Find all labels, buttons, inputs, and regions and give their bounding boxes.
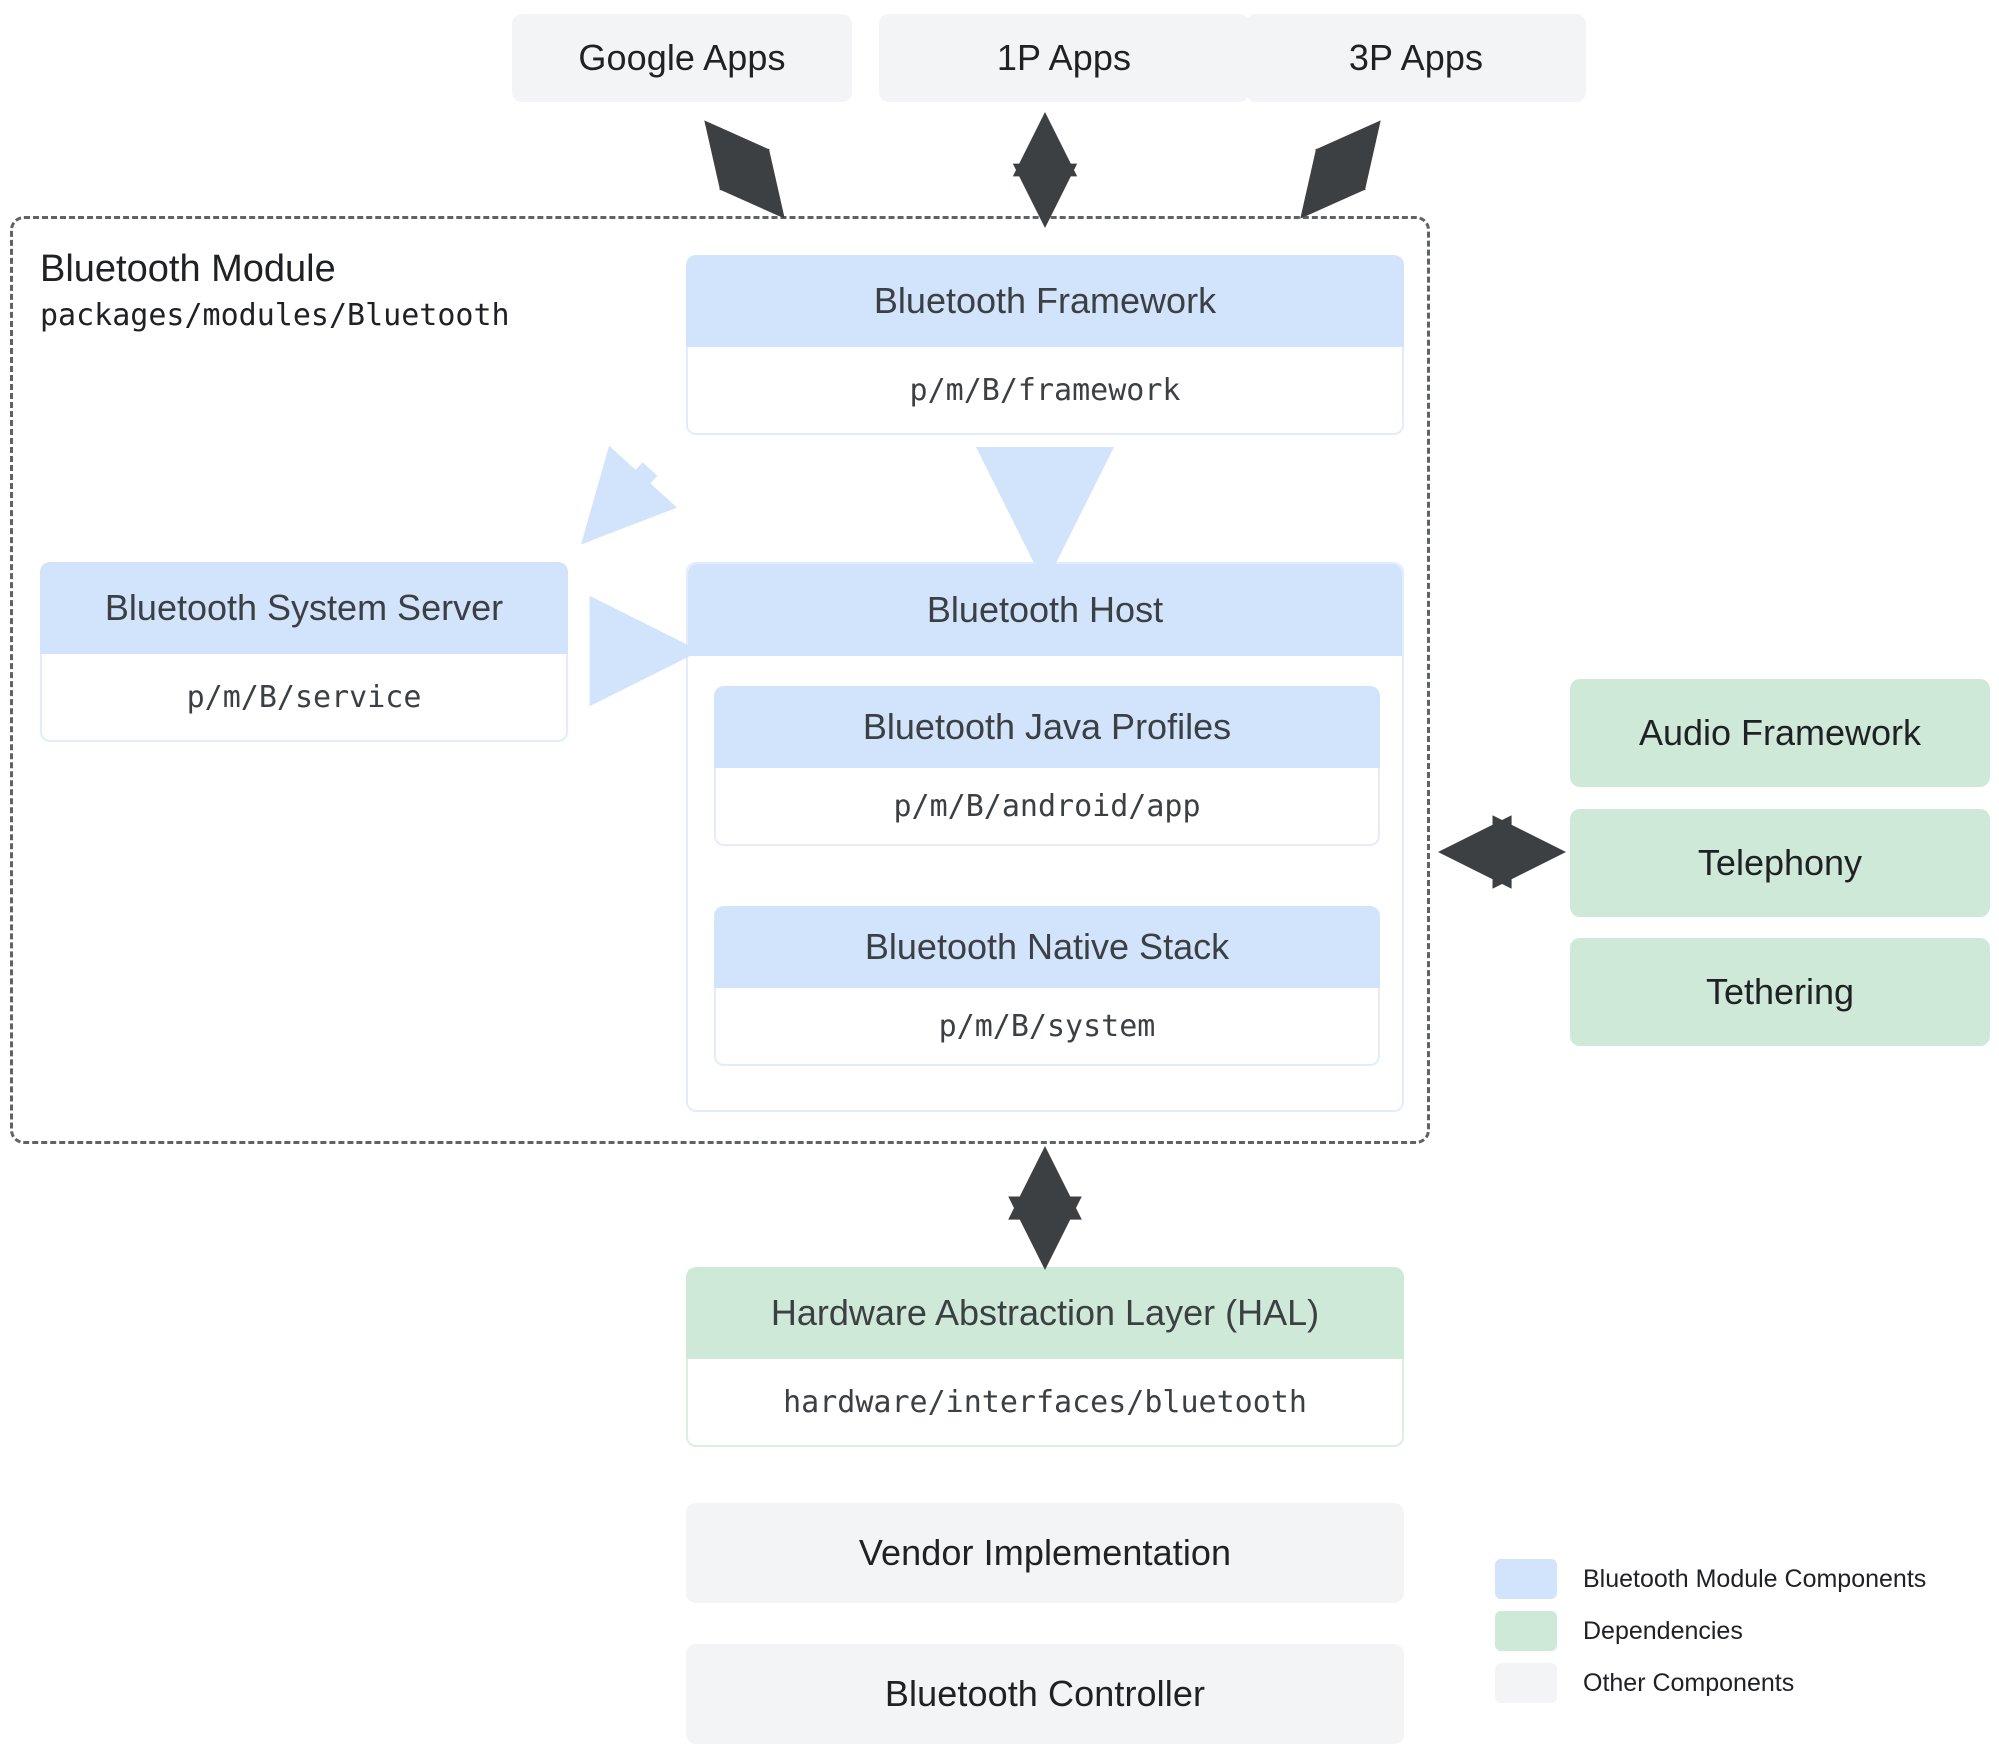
- dependency-box-audio-framework[interactable]: Audio Framework: [1570, 679, 1990, 787]
- legend: Bluetooth Module Components Dependencies…: [1495, 1553, 1926, 1709]
- bluetooth-framework-title: Bluetooth Framework: [686, 255, 1404, 347]
- bluetooth-controller-box[interactable]: Bluetooth Controller: [686, 1644, 1404, 1744]
- app-box-google-apps[interactable]: Google Apps: [512, 14, 852, 102]
- bluetooth-java-profiles-path: p/m/B/android/app: [714, 768, 1380, 846]
- legend-item-dependencies: Dependencies: [1495, 1605, 1926, 1657]
- app-box-3p-apps-label: 3P Apps: [1348, 37, 1484, 78]
- bluetooth-java-profiles-title: Bluetooth Java Profiles: [714, 686, 1380, 768]
- bluetooth-framework-path: p/m/B/framework: [686, 347, 1404, 435]
- dependency-box-telephony-label: Telephony: [1697, 842, 1863, 883]
- app-box-1p-apps-label: 1P Apps: [996, 37, 1132, 78]
- app-box-1p-apps[interactable]: 1P Apps: [879, 14, 1249, 102]
- vendor-implementation-label: Vendor Implementation: [858, 1532, 1232, 1573]
- legend-swatch-green: [1495, 1611, 1557, 1651]
- legend-swatch-gray: [1495, 1663, 1557, 1703]
- bluetooth-native-stack-card[interactable]: Bluetooth Native Stack p/m/B/system: [714, 906, 1380, 1066]
- bluetooth-host-card[interactable]: Bluetooth Host Bluetooth Java Profiles p…: [686, 562, 1404, 1112]
- arrow-3p-apps-to-framework: [1300, 120, 1381, 219]
- dependency-box-audio-framework-label: Audio Framework: [1638, 712, 1922, 753]
- legend-item-other-components: Other Components: [1495, 1657, 1926, 1709]
- bluetooth-host-title: Bluetooth Host: [688, 564, 1402, 656]
- hal-card[interactable]: Hardware Abstraction Layer (HAL) hardwar…: [686, 1267, 1404, 1447]
- bluetooth-native-stack-path: p/m/B/system: [714, 988, 1380, 1066]
- bluetooth-module-title: Bluetooth Module: [40, 248, 336, 290]
- legend-label-dependencies: Dependencies: [1583, 1616, 1743, 1645]
- app-box-google-apps-label: Google Apps: [578, 37, 786, 78]
- bluetooth-java-profiles-card[interactable]: Bluetooth Java Profiles p/m/B/android/ap…: [714, 686, 1380, 846]
- hal-title: Hardware Abstraction Layer (HAL): [686, 1267, 1404, 1359]
- bluetooth-controller-label: Bluetooth Controller: [884, 1673, 1206, 1714]
- hal-path: hardware/interfaces/bluetooth: [686, 1359, 1404, 1447]
- bluetooth-native-stack-title: Bluetooth Native Stack: [714, 906, 1380, 988]
- bluetooth-system-server-path: p/m/B/service: [40, 654, 568, 742]
- bluetooth-system-server-title: Bluetooth System Server: [40, 562, 568, 654]
- legend-label-module-components: Bluetooth Module Components: [1583, 1564, 1927, 1593]
- dependency-box-tethering[interactable]: Tethering: [1570, 938, 1990, 1046]
- bluetooth-system-server-card[interactable]: Bluetooth System Server p/m/B/service: [40, 562, 568, 742]
- legend-label-other-components: Other Components: [1583, 1668, 1795, 1697]
- bluetooth-framework-card[interactable]: Bluetooth Framework p/m/B/framework: [686, 255, 1404, 435]
- legend-item-module-components: Bluetooth Module Components: [1495, 1553, 1926, 1605]
- arrow-google-apps-to-framework: [704, 120, 785, 219]
- dependency-box-telephony[interactable]: Telephony: [1570, 809, 1990, 917]
- legend-swatch-blue: [1495, 1559, 1557, 1599]
- vendor-implementation-box[interactable]: Vendor Implementation: [686, 1503, 1404, 1603]
- dependency-box-tethering-label: Tethering: [1705, 971, 1855, 1012]
- bluetooth-module-path: packages/modules/Bluetooth: [40, 298, 510, 333]
- app-box-3p-apps[interactable]: 3P Apps: [1246, 14, 1586, 102]
